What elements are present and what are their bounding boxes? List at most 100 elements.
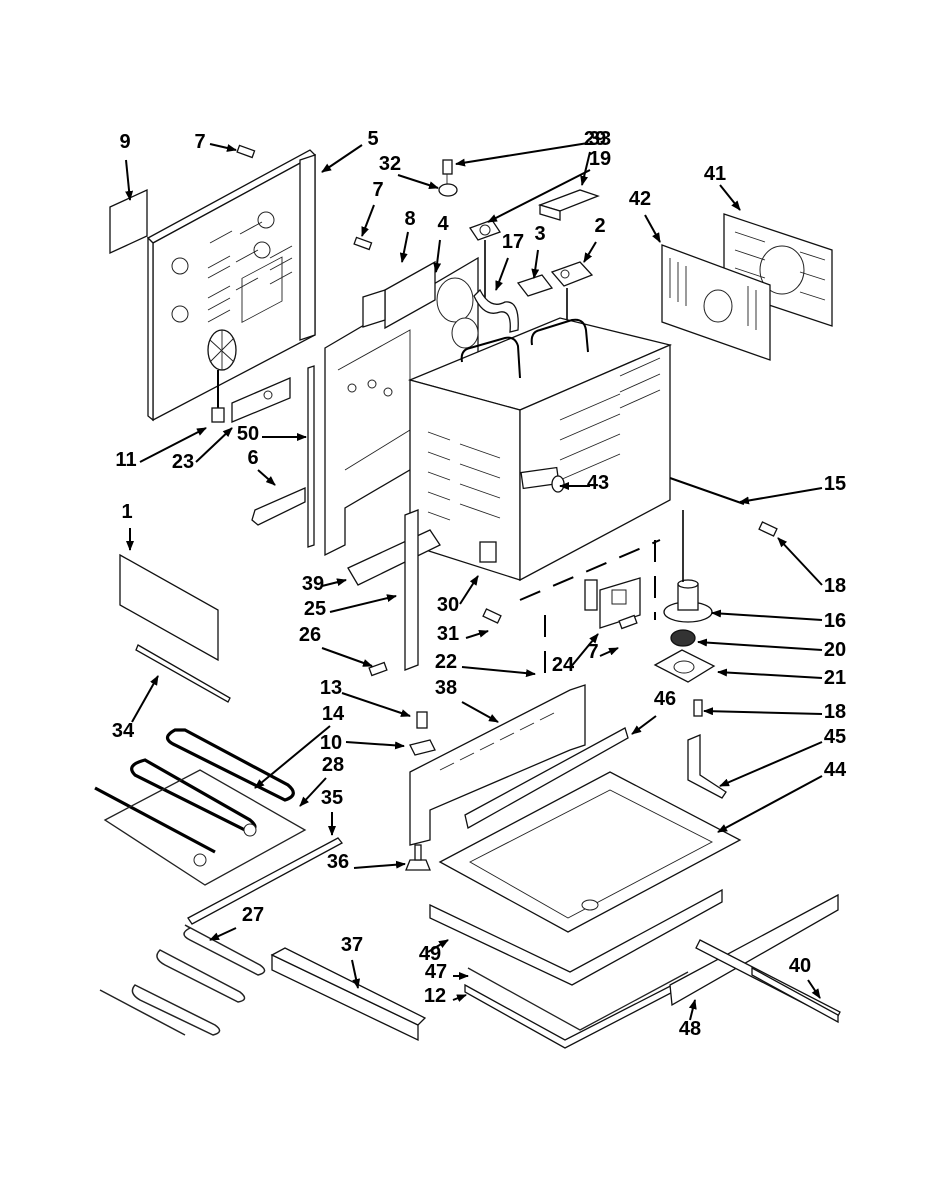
leader-arrow: [461, 666, 536, 678]
part-29-cover: [537, 189, 600, 221]
part-12-bottom-tray: [464, 973, 693, 1049]
leader-arrow: [209, 143, 237, 152]
part-10-bracket: [409, 739, 436, 756]
leader-arrow: [455, 142, 589, 167]
oven-cavity: [407, 317, 673, 582]
leader-arrow: [257, 469, 276, 486]
leader-arrow: [351, 959, 361, 989]
part-9-cover-plate: [109, 188, 148, 255]
callout-12: 12: [424, 985, 467, 1007]
leader-arrow: [711, 609, 823, 621]
callout-4: 4: [433, 213, 449, 273]
leader-arrow: [583, 241, 597, 263]
callout-label: 46: [654, 688, 676, 710]
callout-23: 23: [172, 427, 233, 473]
callout-36: 36: [327, 851, 406, 873]
callout-16: 16: [711, 609, 846, 632]
callout-label: 16: [824, 610, 846, 632]
screw-7-mid: [353, 236, 373, 251]
part-46-strip: [464, 727, 629, 829]
callout-3: 3: [531, 223, 546, 279]
callout-label: 38: [435, 677, 457, 699]
callout-label: 44: [824, 759, 847, 781]
callout-label: 28: [322, 754, 344, 776]
part-47-floor-plate: [467, 967, 689, 1031]
part-49-skirt: [429, 888, 723, 986]
callout-40: 40: [789, 955, 821, 999]
part-45-bracket: [687, 734, 727, 799]
callout-label: 13: [320, 677, 342, 699]
callout-47: 47: [425, 961, 469, 983]
callout-8: 8: [399, 208, 416, 263]
callout-7: 7: [361, 179, 384, 237]
leader-arrow: [580, 151, 591, 186]
part-43-fan-shaft: [520, 466, 565, 493]
part-35-rail: [187, 837, 343, 925]
part-23-bracket: [231, 377, 291, 423]
callout-1: 1: [121, 501, 134, 551]
callout-38: 38: [435, 677, 499, 723]
part-30-clip: [479, 541, 497, 563]
callout-label: 30: [437, 594, 459, 616]
part-50-vertical-trim: [307, 365, 315, 548]
callout-label: 24: [552, 654, 575, 676]
leader-arrow: [321, 144, 363, 173]
leader-arrow: [717, 668, 823, 679]
leader-arrow: [433, 239, 442, 273]
callout-39: 39: [302, 573, 347, 595]
part-17-tube: [473, 288, 519, 333]
leader-arrow: [254, 725, 331, 789]
callout-5: 5: [321, 128, 379, 173]
callout-label: 31: [437, 623, 459, 645]
callout-25: 25: [304, 594, 397, 620]
part-27-bake-element: [99, 924, 266, 1036]
screw-7-lower: [618, 614, 638, 630]
part-1-front-panel: [119, 553, 219, 662]
callout-label: 9: [119, 131, 130, 153]
screw-33: [442, 159, 453, 185]
callout-37: 37: [341, 934, 363, 989]
callout-label: 45: [824, 726, 846, 748]
leader-arrow: [209, 927, 237, 941]
screw-18-upper: [758, 521, 778, 537]
leader-arrow: [531, 249, 540, 279]
part-39-bracket: [347, 529, 441, 586]
part-20-vent-screen: [670, 629, 696, 647]
leader-arrow: [717, 775, 823, 833]
part-24-bracket: [584, 577, 641, 629]
callout-2: 2: [583, 215, 606, 263]
part-3-switch: [516, 274, 554, 297]
callout-label: 6: [247, 447, 258, 469]
leader-arrow: [697, 638, 823, 651]
part-48-toe-kick: [669, 893, 839, 1007]
leader-arrow: [397, 174, 439, 190]
callout-label: 19: [589, 148, 611, 170]
part-36-leveling-leg: [405, 844, 431, 871]
callout-label: 47: [425, 961, 447, 983]
part-21-vent-plate: [653, 649, 716, 683]
callout-label: 39: [302, 573, 324, 595]
callout-18: 18: [703, 701, 846, 723]
leader-arrow: [321, 647, 373, 667]
hidden-lines: [519, 539, 661, 680]
callout-7: 7: [194, 131, 237, 153]
callout-28: 28: [299, 754, 344, 807]
leader-arrow: [427, 939, 449, 953]
leader-arrow: [125, 159, 134, 201]
callout-6: 6: [247, 447, 276, 486]
callout-label: 18: [824, 701, 846, 723]
part-28-pan: [103, 769, 307, 886]
callout-29: 29: [580, 128, 606, 186]
callout-26: 26: [299, 624, 373, 667]
callout-label: 7: [194, 131, 205, 153]
callout-label: 7: [587, 641, 598, 663]
callout-label: 41: [704, 163, 726, 185]
callout-label: 32: [379, 153, 401, 175]
leader-arrow: [459, 575, 479, 605]
clip-32: [438, 183, 458, 197]
callout-9: 9: [119, 131, 134, 201]
leader-arrow: [452, 994, 467, 1002]
callout-10: 10: [320, 732, 405, 754]
leader-arrow: [345, 741, 405, 750]
